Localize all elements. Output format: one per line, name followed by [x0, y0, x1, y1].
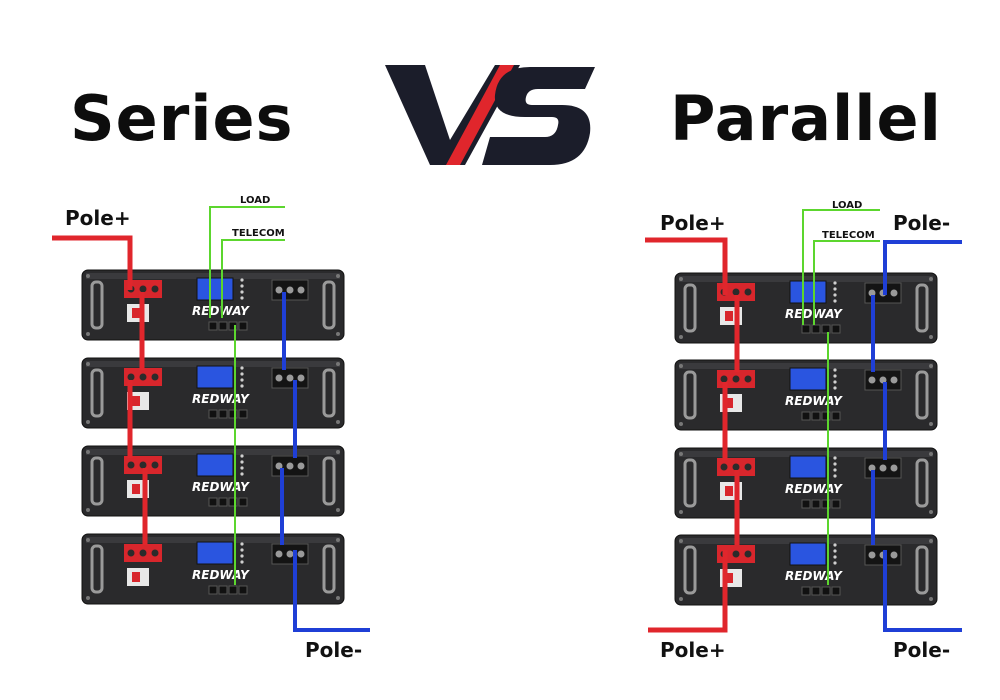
parallel-negative-wires: [871, 240, 962, 632]
series-battery-module: REDWAY: [81, 533, 345, 605]
handle: [915, 370, 929, 420]
handle: [90, 544, 104, 594]
series-battery-module: REDWAY: [81, 445, 345, 517]
series-battery-module: REDWAY: [81, 357, 345, 429]
series-telecom-label: TELECOM: [232, 228, 285, 239]
brand-label: REDWAY: [785, 482, 843, 496]
vs-logo: VS: [385, 65, 595, 165]
parallel-diagram: REDWAY REDWAY REDWAY REDWAY Pole+ Pole- Pol…: [645, 200, 962, 662]
brand-label: REDWAY: [192, 392, 250, 406]
parallel-pole-minus-bottom-label: Pole-: [893, 638, 950, 662]
handle: [322, 544, 336, 594]
handle: [90, 280, 104, 330]
series-positive-wires: [52, 235, 148, 545]
handle: [90, 456, 104, 506]
handle: [322, 456, 336, 506]
handle: [915, 458, 929, 508]
parallel-battery-module: REDWAY: [674, 272, 938, 344]
parallel-title: Parallel: [670, 82, 942, 155]
series-pole-plus-label: Pole+: [65, 206, 131, 230]
handle: [683, 545, 697, 595]
parallel-comm-wires: [802, 209, 880, 585]
series-comm-wires: [209, 206, 285, 585]
parallel-battery-module: REDWAY: [674, 359, 938, 431]
lcd-screen: [196, 541, 234, 565]
lcd-screen: [196, 277, 234, 301]
series-pole-minus-label: Pole-: [305, 638, 362, 662]
parallel-positive-wires: [645, 237, 740, 633]
lcd-screen: [789, 280, 827, 304]
handle: [683, 370, 697, 420]
series-battery-module: REDWAY: [81, 269, 345, 341]
brand-label: REDWAY: [785, 394, 843, 408]
handle: [683, 283, 697, 333]
handle: [683, 458, 697, 508]
parallel-battery-module: REDWAY: [674, 534, 938, 606]
parallel-load-label: LOAD: [832, 200, 862, 211]
brand-label: REDWAY: [192, 480, 250, 494]
handle: [915, 283, 929, 333]
lcd-screen: [196, 453, 234, 477]
handle: [90, 368, 104, 418]
brand-label: REDWAY: [785, 569, 843, 583]
series-load-label: LOAD: [240, 195, 270, 206]
series-diagram: REDWAY REDWAY REDWAY REDWAY Pole+ Pole- LOA…: [52, 195, 370, 662]
lcd-screen: [196, 365, 234, 389]
lcd-screen: [789, 542, 827, 566]
parallel-pole-minus-top-label: Pole-: [893, 211, 950, 235]
parallel-battery-module: REDWAY: [674, 447, 938, 519]
lcd-screen: [789, 367, 827, 391]
series-title: Series: [70, 82, 294, 155]
handle: [322, 368, 336, 418]
handle: [322, 280, 336, 330]
parallel-telecom-label: TELECOM: [822, 230, 875, 241]
parallel-pole-plus-top-label: Pole+: [660, 211, 726, 235]
lcd-screen: [789, 455, 827, 479]
handle: [915, 545, 929, 595]
series-negative-wires: [280, 292, 370, 632]
brand-label: REDWAY: [192, 568, 250, 582]
parallel-pole-plus-bottom-label: Pole+: [660, 638, 726, 662]
